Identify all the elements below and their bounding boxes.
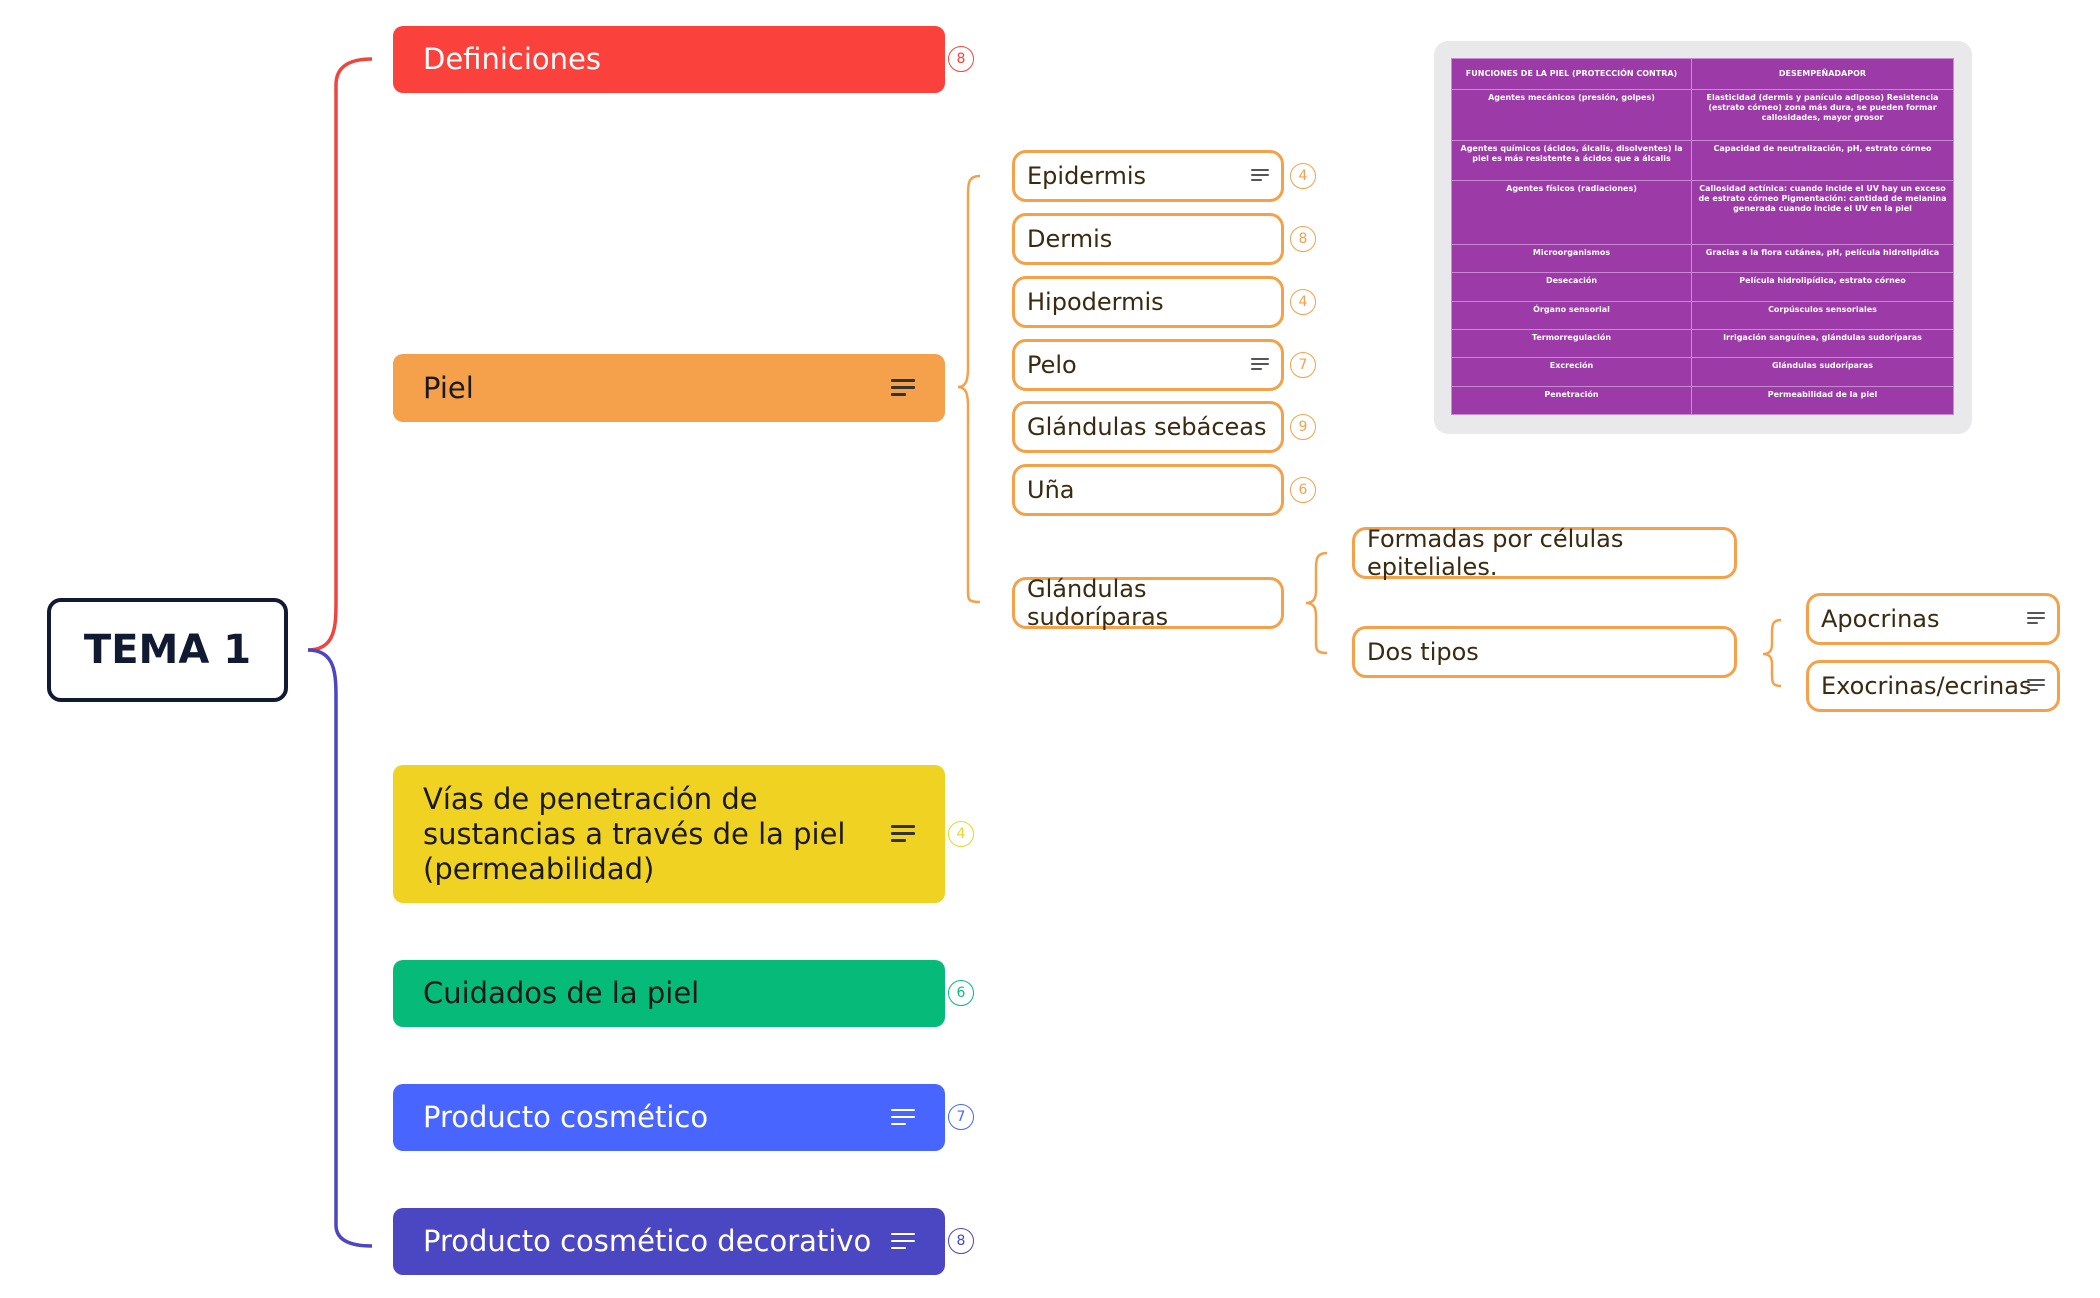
collapsed-count-badge[interactable]: 4 (948, 821, 974, 847)
branch-label: Vías de penetración de sustancias a trav… (423, 781, 846, 886)
branch-label: Definiciones (423, 42, 601, 76)
subtopic-label: Pelo (1027, 351, 1077, 379)
lower-connector (307, 648, 373, 1248)
subtopic-label: Exocrinas/ecrinas (1821, 672, 2032, 700)
table-cell: Microorganismos (1451, 243, 1692, 274)
collapsed-count-badge[interactable]: 6 (1290, 477, 1316, 503)
table-cell: Penetración (1451, 385, 1692, 416)
subtopic-label: Uña (1027, 476, 1075, 504)
notes-icon[interactable] (891, 825, 915, 843)
subtopic-label: Epidermis (1027, 162, 1147, 190)
subtopic-label: Glándulas sudoríparas (1027, 575, 1169, 631)
branch-label: Producto cosmético (423, 1100, 709, 1134)
subtopic-dos-tipos[interactable]: Dos tipos (1352, 626, 1737, 678)
branch-producto-cosmetico[interactable]: Producto cosmético (393, 1084, 945, 1151)
embedded-table-image[interactable]: FUNCIONES DE LA PIEL (PROTECCIÓN CONTRA)… (1434, 41, 1972, 434)
dos-tipos-brace (1762, 618, 1782, 688)
subtopic-label: Glándulas sebáceas (1027, 413, 1267, 441)
collapsed-count-badge[interactable]: 6 (948, 980, 974, 1006)
collapsed-count-badge[interactable]: 8 (948, 46, 974, 72)
table-cell: Callosidad actínica: cuando incide el UV… (1691, 180, 1954, 245)
column-header: DESEMPEÑADAPOR (1691, 58, 1954, 90)
central-topic[interactable]: TEMA 1 (47, 598, 288, 702)
table-row: Termorregulación Irrigación sanguínea, g… (1451, 328, 1954, 359)
table-cell: Agentes físicos (radiaciones) (1451, 180, 1692, 245)
table-header-row: FUNCIONES DE LA PIEL (PROTECCIÓN CONTRA)… (1451, 58, 1954, 90)
subtopic-label: Dos tipos (1367, 638, 1479, 666)
collapsed-count-badge[interactable]: 7 (948, 1104, 974, 1130)
table-cell: Corpúsculos sensoriales (1691, 300, 1954, 330)
table-cell: Termorregulación (1451, 328, 1692, 359)
table-cell: Permeabilidad de la piel (1691, 385, 1954, 416)
collapsed-count-badge[interactable]: 8 (1290, 226, 1316, 252)
table-cell: Glándulas sudoríparas (1691, 357, 1954, 387)
subtopic-dermis[interactable]: Dermis (1012, 213, 1284, 265)
subtopic-glandulas-sebaceas[interactable]: Glándulas sebáceas (1012, 401, 1284, 453)
notes-icon[interactable] (891, 1108, 915, 1127)
subtopic-hipodermis[interactable]: Hipodermis (1012, 276, 1284, 328)
subtopic-glandulas-sudoriparas[interactable]: Glándulas sudoríparas (1012, 575, 1284, 631)
subtopic-apocrinas[interactable]: Apocrinas (1806, 593, 2060, 645)
branch-label: Piel (423, 370, 474, 405)
sudoriparas-brace (1305, 551, 1328, 655)
subtopic-label: Hipodermis (1027, 288, 1164, 316)
column-header: FUNCIONES DE LA PIEL (PROTECCIÓN CONTRA) (1451, 58, 1692, 90)
collapsed-count-badge[interactable]: 8 (948, 1228, 974, 1254)
table-cell: Gracias a la flora cutánea, pH, película… (1691, 243, 1954, 274)
table-row: Microorganismos Gracias a la flora cután… (1451, 243, 1954, 274)
table-cell: Agentes mecánicos (presión, golpes) (1451, 89, 1692, 141)
branch-piel[interactable]: Piel (393, 354, 945, 422)
table-row: Órgano sensorial Corpúsculos sensoriales (1451, 300, 1954, 330)
notes-icon[interactable] (891, 1232, 915, 1251)
table-row: Agentes físicos (radiaciones) Callosidad… (1451, 180, 1954, 245)
notes-icon[interactable] (1251, 358, 1269, 372)
notes-icon[interactable] (891, 379, 915, 397)
notes-icon[interactable] (2027, 679, 2045, 693)
subtopic-pelo[interactable]: Pelo (1012, 339, 1284, 391)
subtopic-formadas-celulas[interactable]: Formadas por células epiteliales. (1352, 525, 1737, 581)
skin-functions-table: FUNCIONES DE LA PIEL (PROTECCIÓN CONTRA)… (1451, 58, 1954, 416)
collapsed-count-badge[interactable]: 4 (1290, 289, 1316, 315)
table-row: Agentes mecánicos (presión, golpes) Elas… (1451, 89, 1954, 141)
table-row: Desecación Película hidrolipídica, estra… (1451, 272, 1954, 302)
table-cell: Película hidrolipídica, estrato córneo (1691, 272, 1954, 302)
branch-vias-penetracion[interactable]: Vías de penetración de sustancias a trav… (393, 765, 945, 903)
subtopic-label: Apocrinas (1821, 605, 1940, 633)
subtopic-epidermis[interactable]: Epidermis (1012, 150, 1284, 202)
branch-label: Cuidados de la piel (423, 976, 700, 1010)
table-row: Excreción Glándulas sudoríparas (1451, 357, 1954, 387)
notes-icon[interactable] (1251, 169, 1269, 183)
table-row: Penetración Permeabilidad de la piel (1451, 385, 1954, 416)
table-cell: Excreción (1451, 357, 1692, 387)
branch-cuidados-piel[interactable]: Cuidados de la piel (393, 960, 945, 1027)
table-cell: Desecación (1451, 272, 1692, 302)
collapsed-count-badge[interactable]: 4 (1290, 163, 1316, 189)
subtopic-label: Dermis (1027, 225, 1113, 253)
branch-label: Producto cosmético decorativo (423, 1224, 872, 1258)
table-row: Agentes químicos (ácidos, álcalis, disol… (1451, 140, 1954, 181)
piel-brace (957, 174, 981, 604)
table-cell: Elasticidad (dermis y panículo adiposo) … (1691, 89, 1954, 141)
table-cell: Capacidad de neutralización, pH, estrato… (1691, 140, 1954, 181)
collapsed-count-badge[interactable]: 9 (1290, 414, 1316, 440)
subtopic-label: Formadas por células epiteliales. (1367, 525, 1624, 581)
central-topic-label: TEMA 1 (83, 627, 252, 673)
table-cell: Órgano sensorial (1451, 300, 1692, 330)
branch-definiciones[interactable]: Definiciones (393, 26, 945, 93)
subtopic-una[interactable]: Uña (1012, 464, 1284, 516)
upper-connector (307, 57, 373, 652)
collapsed-count-badge[interactable]: 7 (1290, 352, 1316, 378)
branch-producto-cosmetico-decorativo[interactable]: Producto cosmético decorativo (393, 1208, 945, 1275)
table-cell: Agentes químicos (ácidos, álcalis, disol… (1451, 140, 1692, 181)
subtopic-exocrinas-ecrinas[interactable]: Exocrinas/ecrinas (1806, 660, 2060, 712)
table-cell: Irrigación sanguínea, glándulas sudorípa… (1691, 328, 1954, 359)
notes-icon[interactable] (2027, 612, 2045, 626)
